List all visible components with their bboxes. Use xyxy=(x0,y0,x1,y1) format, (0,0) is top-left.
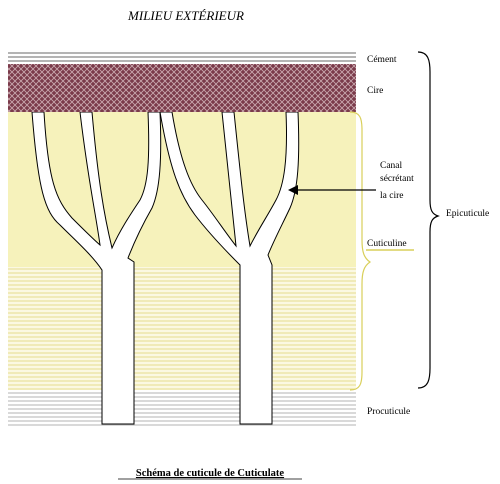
canal-label-line1: Canal xyxy=(380,161,403,171)
epicuticle-label: Epicuticule xyxy=(446,209,489,219)
canal-arrowhead xyxy=(288,185,298,195)
cuticulin-label: Cuticuline xyxy=(367,239,407,249)
procuticle-lower-layer xyxy=(8,390,356,426)
cement-label: Cément xyxy=(367,55,397,65)
cement-layer xyxy=(8,52,356,64)
caption-text: Schéma de cuticule de Cuticulate xyxy=(136,468,284,479)
wax-top-cap xyxy=(8,64,356,112)
procuticle-upper-layer xyxy=(8,267,356,390)
canal-label-line2: sécrétant xyxy=(380,174,414,184)
canal-label-line3: la cire xyxy=(380,191,403,201)
procuticle-label: Procuticule xyxy=(367,407,410,417)
epicuticle-brace-outer xyxy=(417,51,440,389)
title-text: MILIEU EXTÉRIEUR xyxy=(127,8,244,23)
wax-label: Cire xyxy=(367,86,383,96)
epicuticle-brace-inner xyxy=(349,111,372,391)
